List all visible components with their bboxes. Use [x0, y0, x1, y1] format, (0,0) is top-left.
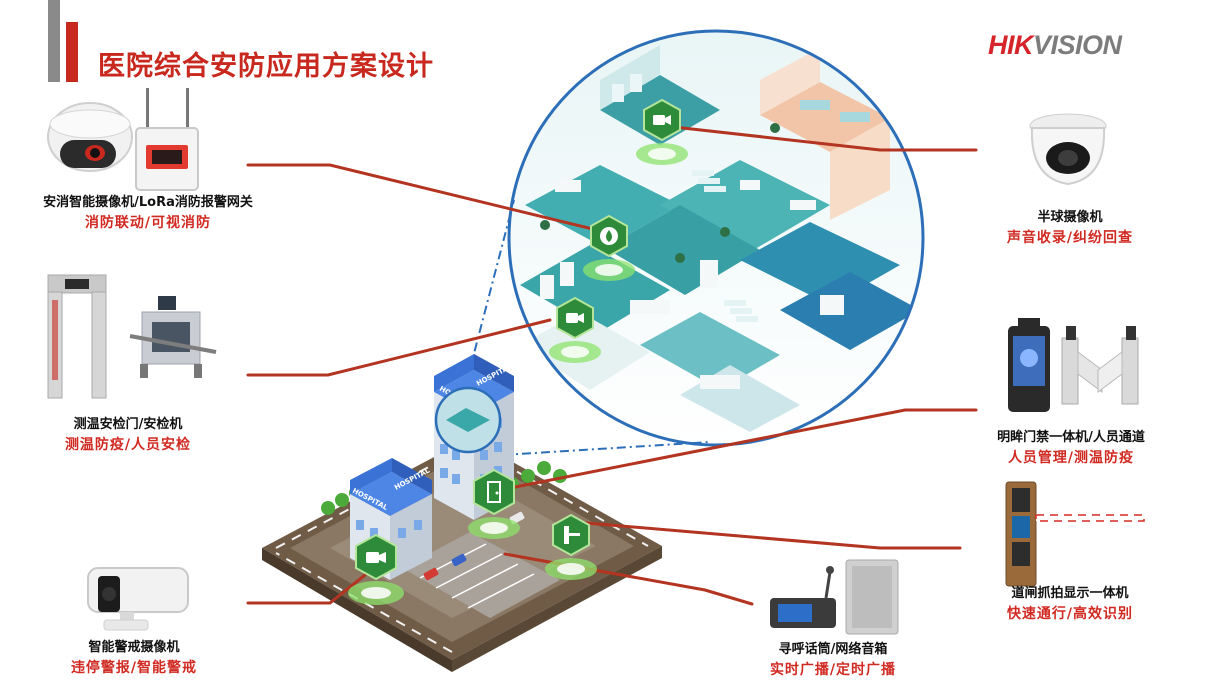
device-name-temp: 测温安检门/安检机: [73, 417, 183, 432]
device-network-speaker: [845, 559, 899, 635]
device-function-access: 人员管理/测温防疫: [1007, 450, 1135, 466]
page-title: 医院综合安防应用方案设计: [98, 51, 434, 82]
device-function-bullet: 违停警报/智能警戒: [70, 660, 198, 676]
device-face-terminal: [1008, 318, 1050, 412]
hex-marker-camera-ground: [348, 533, 404, 605]
device-function-fire: 消防联动/可视消防: [84, 215, 212, 231]
hex-marker-fire: [583, 214, 635, 281]
device-paging-mic: [770, 566, 836, 628]
hex-marker-camera-mid: [549, 296, 601, 363]
device-name-fire: 安消智能摄像机/LoRa消防报警网关: [43, 195, 253, 210]
hikvision-logo: HIKVISION: [988, 30, 1122, 61]
caption-barrier: 道闸抓拍显示一体机 快速通行/高效识别: [972, 584, 1168, 624]
hex-marker-barrier: [545, 513, 597, 580]
device-name-bullet: 智能警戒摄像机: [88, 640, 180, 655]
device-barrier-terminal: [1005, 481, 1145, 587]
device-turnstile: [1061, 326, 1139, 405]
logo-part-1: HIK: [988, 30, 1034, 60]
caption-broadcast: 寻呼话筒/网络音箱 实时广播/定时广播: [738, 640, 928, 680]
zoom-circle: [507, 29, 925, 447]
device-name-dome: 半球摄像机: [1037, 210, 1103, 225]
hex-marker-door: [468, 468, 520, 539]
device-xray-machine: [129, 296, 217, 378]
caption-access: 明眸门禁一体机/人员通道 人员管理/测温防疫: [962, 428, 1180, 468]
caption-temp: 测温安检门/安检机 测温防疫/人员安检: [38, 415, 218, 455]
hospital-ground: [262, 438, 662, 672]
device-name-broadcast: 寻呼话筒/网络音箱: [778, 642, 888, 657]
caption-fire: 安消智能摄像机/LoRa消防报警网关 消防联动/可视消防: [24, 193, 272, 233]
device-fire-camera: [47, 102, 133, 172]
hex-marker-camera-top: [636, 98, 688, 165]
device-name-access: 明眸门禁一体机/人员通道: [997, 430, 1145, 445]
logo-part-2: VISION: [1033, 30, 1122, 60]
device-function-temp: 测温防疫/人员安检: [64, 437, 192, 453]
caption-bullet: 智能警戒摄像机 违停警报/智能警戒: [44, 638, 224, 678]
title-accent-grey: [48, 0, 60, 82]
device-function-barrier: 快速通行/高效识别: [1006, 606, 1134, 622]
hex-markers: [348, 98, 688, 605]
title-accent-red: [66, 22, 78, 82]
device-dome-camera: [1029, 113, 1107, 186]
device-temperature-gate: [47, 274, 107, 399]
device-name-barrier: 道闸抓拍显示一体机: [1011, 586, 1129, 601]
caption-dome: 半球摄像机 声音收录/纠纷回查: [975, 208, 1165, 248]
device-bullet-camera: [87, 567, 189, 631]
device-lora-gateway: [135, 88, 199, 191]
device-function-broadcast: 实时广播/定时广播: [769, 662, 897, 678]
device-function-dome: 声音收录/纠纷回查: [1006, 230, 1134, 246]
